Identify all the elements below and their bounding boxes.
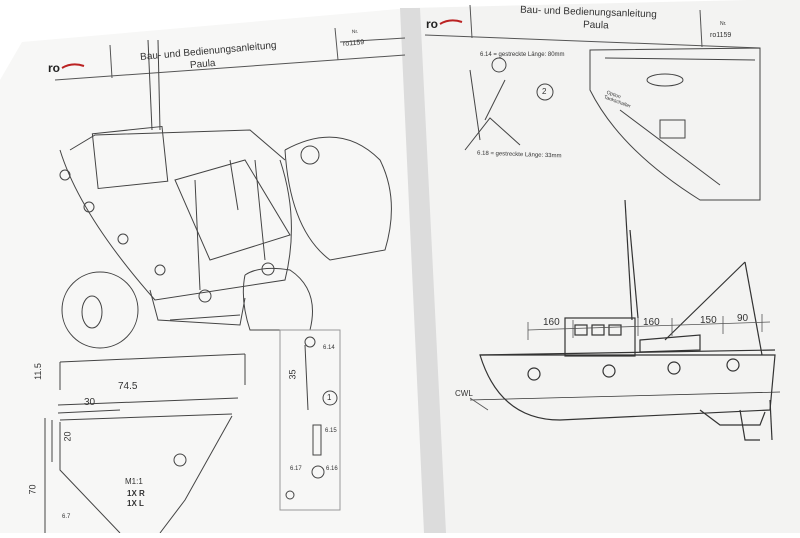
dim-20: 20 <box>62 431 73 442</box>
right-logo-text: ro <box>426 17 438 31</box>
dim-160-b: 160 <box>643 317 660 328</box>
dim-11-5: 11.5 <box>32 363 43 380</box>
left-header <box>54 27 406 81</box>
callout-1: 1 <box>327 393 332 402</box>
right-rudder-parts <box>464 57 554 151</box>
dim-160-a: 160 <box>543 317 560 328</box>
right-header <box>424 4 761 49</box>
part-6-15: 6.15 <box>325 428 337 434</box>
callout-2: 2 <box>542 87 547 96</box>
dim-150: 150 <box>700 315 717 326</box>
left-parts-1 <box>279 329 341 511</box>
left-boat-assembly <box>59 39 292 326</box>
left-template <box>44 353 246 534</box>
left-logo-text: ro <box>48 61 60 75</box>
dim-30: 30 <box>84 397 96 408</box>
qty-left: 1X L <box>127 499 144 508</box>
scale-m11: M1:1 <box>125 477 143 486</box>
note-6-14: 6.14 = gestreckte Länge: 80mm <box>480 52 565 58</box>
dim-90: 90 <box>737 313 749 324</box>
dim-70: 70 <box>27 484 38 495</box>
part-6-17: 6.17 <box>290 466 302 472</box>
spine-shadow <box>400 8 446 533</box>
left-nr-label: Nr. <box>351 28 359 36</box>
right-tank-detail <box>589 47 761 201</box>
cwl-label: CWL <box>455 389 473 398</box>
right-nr-value: ro1159 <box>710 32 732 39</box>
right-page <box>410 0 800 533</box>
part-6-7: 6.7 <box>62 514 71 520</box>
qty-right: 1X R <box>127 489 145 498</box>
left-logo: ro <box>48 61 85 75</box>
right-page-subtitle: Paula <box>582 19 609 32</box>
right-nr-label: Nr. <box>720 21 727 27</box>
right-logo: ro <box>426 17 463 31</box>
part-6-14: 6.14 <box>323 345 335 351</box>
left-detail-circles <box>61 136 392 349</box>
left-page <box>0 8 438 533</box>
part-6-16: 6.16 <box>326 466 338 472</box>
right-dim-lines <box>469 314 771 411</box>
right-boat-profile <box>469 199 781 441</box>
dim-74-5: 74.5 <box>118 381 138 392</box>
dim-35: 35 <box>287 369 298 380</box>
